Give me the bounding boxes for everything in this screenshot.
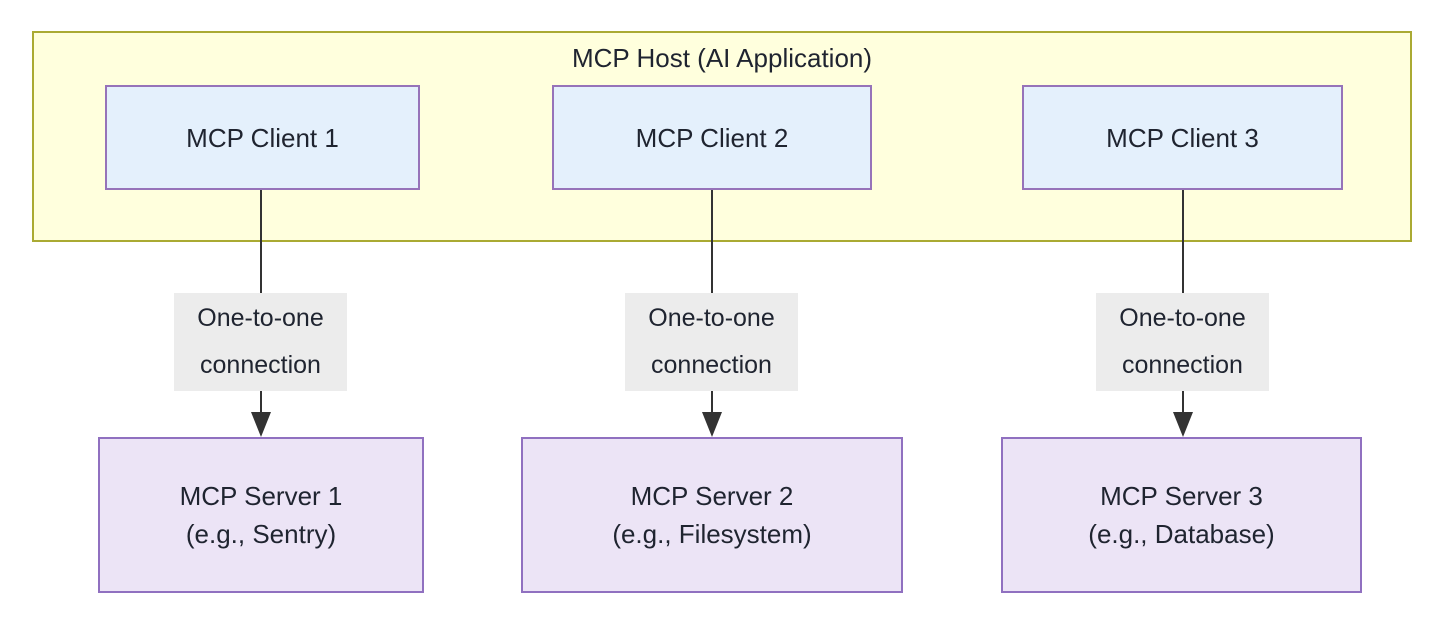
mcp-server-2-node[interactable]: MCP Server 2 (e.g., Filesystem) [521,437,903,593]
mcp-server-3-label: MCP Server 3 [1100,481,1263,511]
edge-label-client1-server1: One-to-one connection [174,293,347,391]
mcp-server-1-label: MCP Server 1 [179,481,343,511]
mcp-server-1-node[interactable]: MCP Server 1 (e.g., Sentry) [98,437,424,593]
mcp-server-3-node[interactable]: MCP Server 3 (e.g., Database) [1001,437,1362,593]
mcp-server-3-sublabel: (e.g., Database) [1088,519,1275,549]
edge-label-line-1: One-to-one [1119,304,1246,332]
mcp-client-2-node[interactable]: MCP Client 2 [552,85,872,190]
edge-label-line-2: connection [200,351,321,379]
mcp-server-1-sublabel: (e.g., Sentry) [185,519,337,549]
mcp-client-3-label: MCP Client 3 [1106,122,1259,153]
mcp-server-2-label: MCP Server 2 [630,481,794,511]
edge-label-line-1: One-to-one [197,304,324,332]
mcp-client-2-label: MCP Client 2 [635,122,789,153]
mcp-client-3-node[interactable]: MCP Client 3 [1022,85,1343,190]
mcp-host-title: MCP Host (AI Application) [571,43,873,73]
mcp-client-1-label: MCP Client 1 [186,122,339,153]
edge-label-client3-server3: One-to-one connection [1096,293,1269,391]
mcp-client-1-node[interactable]: MCP Client 1 [105,85,420,190]
edge-label-client2-server2: One-to-one connection [625,293,798,391]
edge-label-line-1: One-to-one [648,304,775,332]
mcp-server-2-sublabel: (e.g., Filesystem) [612,519,812,549]
edge-label-line-2: connection [651,351,772,379]
edge-label-line-2: connection [1122,351,1243,379]
